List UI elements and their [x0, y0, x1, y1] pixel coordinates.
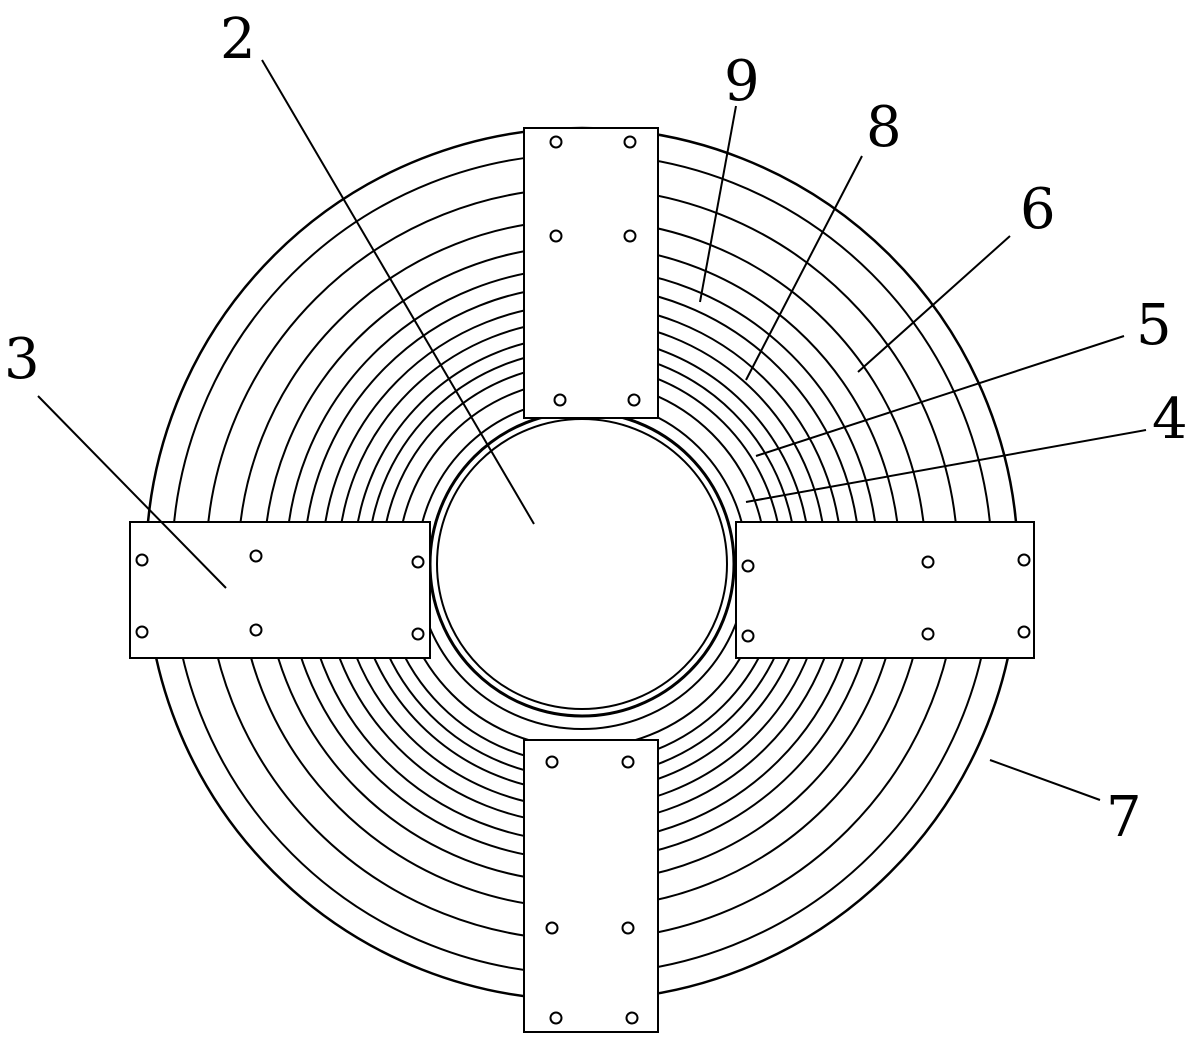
- inner-bore-inner-edge: [436, 418, 728, 710]
- bolt-hole: [741, 559, 755, 573]
- leader-line-2: [261, 59, 535, 525]
- callout-label-4: 4: [1152, 387, 1188, 452]
- bolt-hole: [135, 553, 149, 567]
- bolt-hole: [545, 921, 559, 935]
- leader-line-9: [699, 105, 737, 303]
- callout-label-5: 5: [1136, 293, 1172, 358]
- leader-line-4: [745, 429, 1147, 503]
- ring-1: [416, 398, 748, 730]
- bolt-hole: [1017, 625, 1031, 639]
- bolt-hole: [921, 627, 935, 641]
- bolt-hole: [545, 755, 559, 769]
- bolt-hole: [621, 755, 635, 769]
- leader-lines: [37, 59, 1147, 801]
- spacer-plate-left: [129, 521, 431, 659]
- bolt-holes: [135, 135, 1031, 1025]
- bolt-hole: [549, 1011, 563, 1025]
- bolt-hole: [1017, 553, 1031, 567]
- inner-bore-outer-edge: [428, 410, 736, 718]
- bolt-hole: [249, 549, 263, 563]
- callout-label-9: 9: [724, 49, 760, 114]
- spacer-plate-top: [523, 127, 659, 419]
- spacer-plate-right: [735, 521, 1035, 659]
- callout-label-8: 8: [866, 95, 902, 160]
- callout-label-3: 3: [4, 327, 40, 392]
- bolt-hole: [553, 393, 567, 407]
- ring-2: [397, 379, 767, 749]
- leader-line-6: [857, 235, 1011, 373]
- bolt-hole: [621, 921, 635, 935]
- callout-label-2: 2: [220, 7, 256, 72]
- bolt-hole: [625, 1011, 639, 1025]
- bolt-hole: [921, 555, 935, 569]
- bolt-hole: [135, 625, 149, 639]
- callout-labels: 2 3 4 5 6 7 8 9: [4, 7, 1188, 850]
- callout-label-7: 7: [1106, 785, 1142, 850]
- leader-line-5: [755, 335, 1125, 457]
- bolt-hole: [549, 229, 563, 243]
- spacer-plate-bottom: [523, 739, 659, 1033]
- bolt-hole: [623, 229, 637, 243]
- ring-3: [381, 363, 783, 765]
- bolt-hole: [627, 393, 641, 407]
- leader-line-7: [989, 759, 1101, 801]
- bolt-hole: [249, 623, 263, 637]
- bolt-hole: [411, 555, 425, 569]
- bolt-hole: [741, 629, 755, 643]
- leader-line-8: [745, 155, 863, 381]
- bolt-hole: [549, 135, 563, 149]
- leader-line-3: [37, 395, 227, 589]
- bolt-hole: [623, 135, 637, 149]
- bolt-hole: [411, 627, 425, 641]
- callout-label-6: 6: [1020, 177, 1056, 242]
